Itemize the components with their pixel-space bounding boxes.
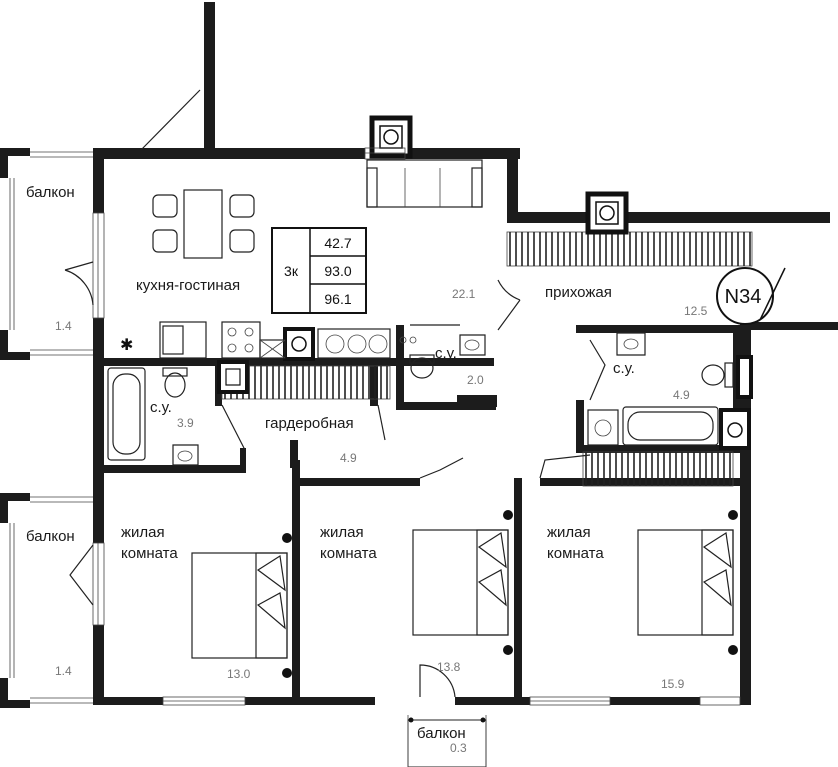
bedroom-left-label-2: комната (121, 545, 178, 562)
bath-middle-label: с.у. (435, 345, 457, 362)
apartment-number-badge: N34 (716, 267, 786, 325)
balcony-top-label: балкон (26, 184, 75, 201)
bedroom-left-area: 13.0 (227, 667, 251, 681)
living-area-value: 42.7 (324, 235, 351, 251)
wardrobe-label: гардеробная (265, 415, 354, 432)
bath-right-area: 4.9 (673, 388, 690, 402)
apartment-number: N34 (725, 286, 762, 308)
balcony-left-label: балкон (26, 528, 75, 545)
room-labels: кухня-гостиная 22.1 прихожая 12.5 гардер… (26, 184, 708, 755)
bath-middle-area: 2.0 (467, 373, 484, 387)
bed-left (191, 533, 292, 678)
hallway-area: 12.5 (684, 304, 708, 318)
bath-left-label: с.у. (150, 399, 172, 416)
balconies (0, 148, 487, 767)
balcony-left-area: 1.4 (55, 664, 72, 678)
bath-right-label: с.у. (613, 360, 635, 377)
svg-text:✱: ✱ (120, 337, 133, 354)
kitchen-living-area: 22.1 (452, 287, 476, 301)
doors (64, 261, 606, 698)
bedroom-left-label-1: жилая (121, 524, 165, 541)
bed-right (637, 510, 738, 655)
bedroom-middle-area: 13.8 (437, 660, 461, 674)
bedroom-right-label-1: жилая (547, 524, 591, 541)
balcony-bottom-label: балкон (417, 725, 466, 742)
kitchen-living-label: кухня-гостиная (136, 277, 240, 294)
wardrobe-area: 4.9 (340, 451, 357, 465)
windows (92, 147, 741, 706)
hallway-label: прихожая (545, 284, 612, 301)
bath-left-area: 3.9 (177, 416, 194, 430)
walls (93, 2, 838, 705)
total-area-value: 93.0 (324, 263, 351, 279)
area-summary-box: 3к 42.7 93.0 96.1 (271, 227, 367, 314)
bed-middle (412, 510, 513, 655)
balcony-bottom-area: 0.3 (450, 741, 467, 755)
total-area-balcony-value: 96.1 (324, 291, 351, 307)
balcony-top-area: 1.4 (55, 319, 72, 333)
rooms-code: 3к (284, 263, 299, 279)
furniture: ✱ (107, 159, 738, 678)
bedroom-right-label-2: комната (547, 545, 604, 562)
bedroom-middle-label-1: жилая (320, 524, 364, 541)
bedroom-right-area: 15.9 (661, 677, 685, 691)
bedroom-middle-label-2: комната (320, 545, 377, 562)
